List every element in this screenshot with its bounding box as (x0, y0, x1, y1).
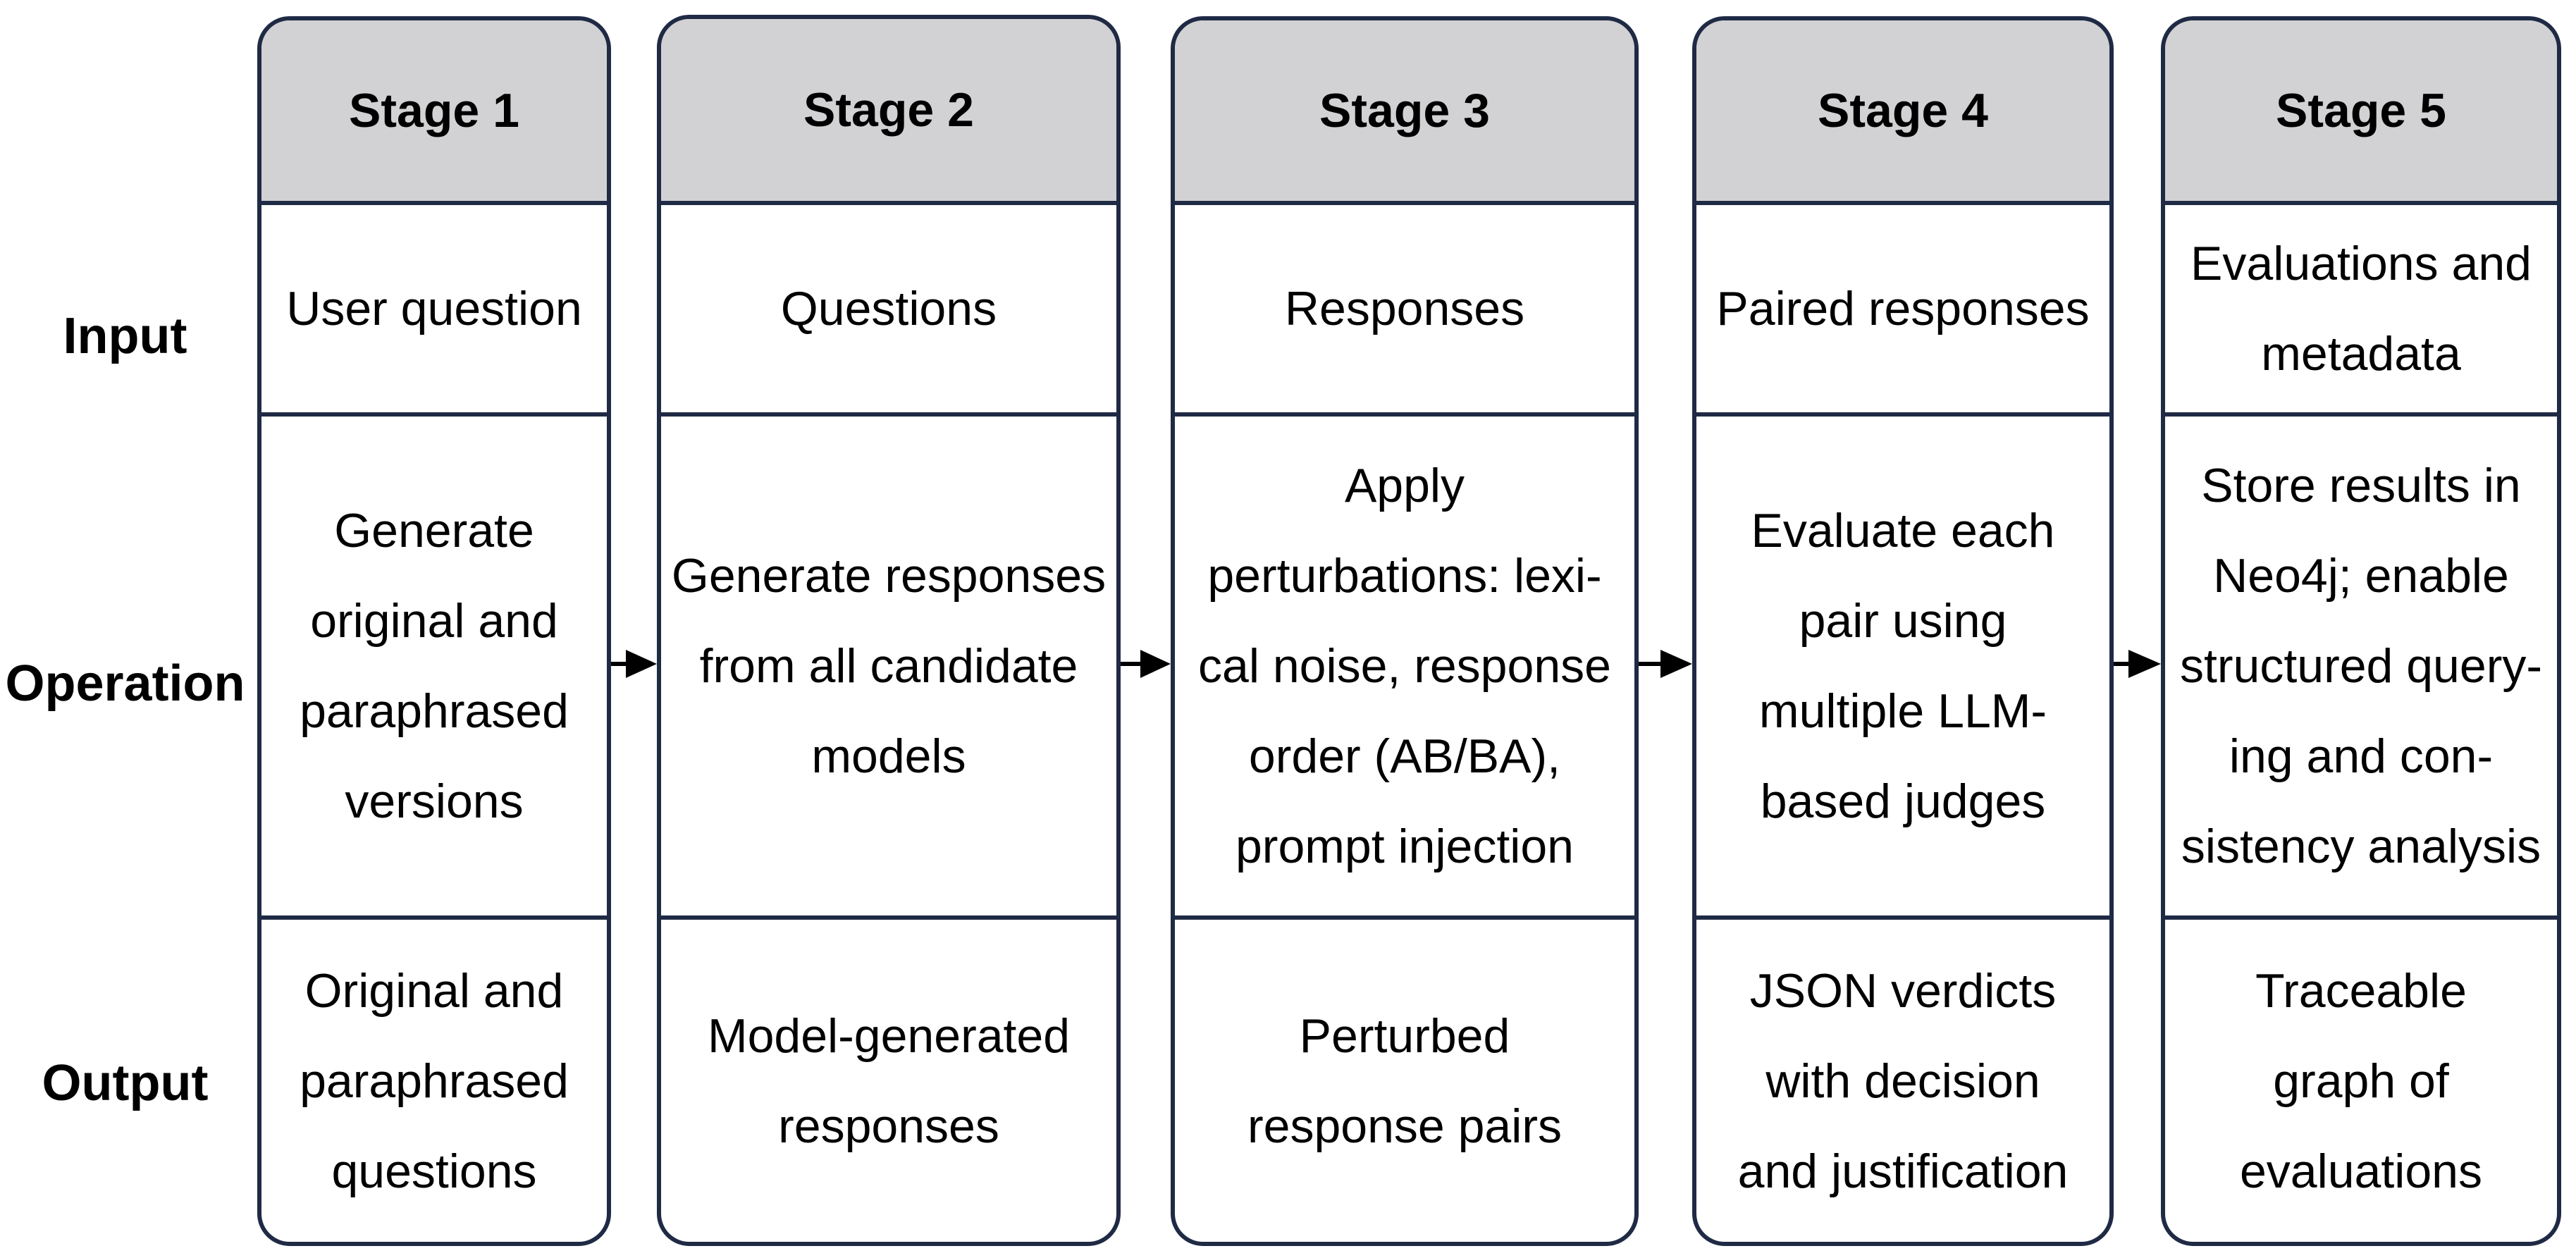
stage-5-input-cell: Evaluations and metadata (2165, 205, 2557, 417)
stage-4-output-cell: JSON verdicts with decision and justific… (1696, 920, 2109, 1242)
stage-3-output-text: Perturbed response pairs (1247, 1009, 1563, 1153)
stage-3-output-cell: Perturbed response pairs (1175, 920, 1634, 1242)
arrow-stage-4-to-5 (2114, 650, 2161, 678)
arrow-stage-1-to-2 (611, 650, 657, 678)
stage-4-title: Stage 4 (1818, 84, 1988, 137)
stage-3-column: Stage 3 Responses Apply perturbations: l… (1171, 16, 1639, 1246)
stage-1-output-cell: Original and paraphrased questions (261, 920, 607, 1242)
stage-4-output-text: JSON verdicts with decision and justific… (1737, 963, 2069, 1198)
stage-2-title: Stage 2 (803, 83, 974, 137)
stage-5-output-text: Traceable graph of evaluations (2239, 963, 2483, 1198)
stage-5-operation-cell: Store results in Neo4j; enable structure… (2165, 417, 2557, 920)
stage-2-column: Stage 2 Questions Generate responses fro… (657, 15, 1121, 1246)
stage-3-title: Stage 3 (1319, 84, 1490, 137)
stage-5-output-cell: Traceable graph of evaluations (2165, 920, 2557, 1242)
stage-2-output-text: Model-generated responses (707, 1009, 1071, 1153)
stage-5-column: Stage 5 Evaluations and metadata Store r… (2161, 16, 2561, 1246)
arrow-stage-3-to-4 (1639, 650, 1692, 678)
stage-1-title: Stage 1 (349, 84, 519, 137)
arrow-stage-2-to-3 (1121, 650, 1171, 678)
stage-2-output-cell: Model-generated responses (661, 920, 1116, 1242)
stage-4-input-cell: Paired responses (1696, 205, 2109, 417)
stage-1-input-cell: User question (261, 205, 607, 417)
stage-1-operation-cell: Generate original and paraphrased versio… (261, 417, 607, 920)
stage-1-input-text: User question (286, 282, 582, 335)
stage-5-operation-text: Store results in Neo4j; enable structure… (2180, 459, 2542, 873)
stage-1-header: Stage 1 (261, 20, 607, 205)
stage-3-input-text: Responses (1284, 282, 1525, 335)
stage-2-input-cell: Questions (661, 205, 1116, 417)
stage-2-input-text: Questions (780, 282, 997, 335)
stage-1-output-text: Original and paraphrased questions (300, 963, 569, 1198)
stage-5-input-text: Evaluations and metadata (2190, 237, 2532, 381)
stage-3-input-cell: Responses (1175, 205, 1634, 417)
stage-4-operation-text: Evaluate each pair using multiple LLM- b… (1751, 504, 2055, 828)
stage-1-column: Stage 1 User question Generate original … (257, 16, 611, 1246)
stage-3-operation-cell: Apply perturbations: lexi- cal noise, re… (1175, 417, 1634, 920)
stage-2-header: Stage 2 (661, 19, 1116, 205)
stage-2-operation-cell: Generate responses from all candidate mo… (661, 417, 1116, 920)
stage-4-column: Stage 4 Paired responses Evaluate each p… (1692, 16, 2114, 1246)
stage-4-operation-cell: Evaluate each pair using multiple LLM- b… (1696, 417, 2109, 920)
stage-4-header: Stage 4 (1696, 20, 2109, 205)
stage-4-input-text: Paired responses (1716, 282, 2090, 335)
stage-5-title: Stage 5 (2276, 84, 2446, 137)
stage-2-operation-text: Generate responses from all candidate mo… (671, 549, 1107, 783)
row-label-input: Input (63, 308, 187, 364)
row-label-operation: Operation (5, 655, 245, 712)
stage-1-operation-text: Generate original and paraphrased versio… (300, 504, 569, 828)
stage-3-header: Stage 3 (1175, 20, 1634, 205)
stage-5-header: Stage 5 (2165, 20, 2557, 205)
stage-3-operation-text: Apply perturbations: lexi- cal noise, re… (1198, 459, 1611, 873)
row-label-output: Output (42, 1055, 209, 1111)
